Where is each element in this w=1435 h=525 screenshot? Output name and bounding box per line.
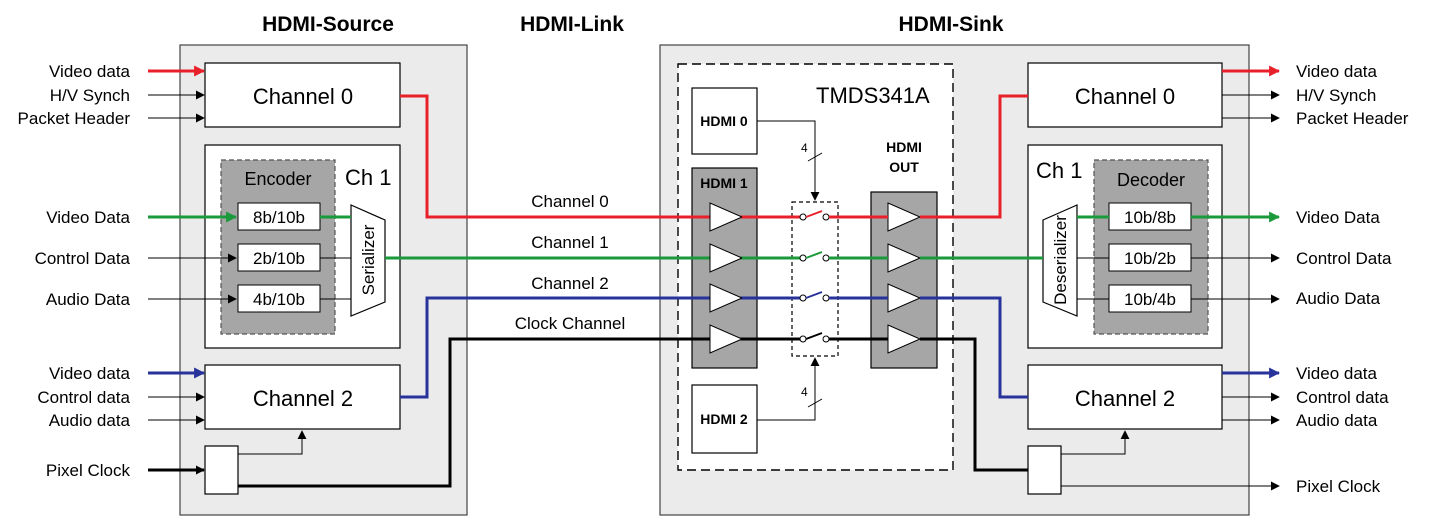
clock-link-line [238,337,792,488]
hdmi0-bus: 4 [757,120,823,201]
right-label-video-data-1: Video data [1296,62,1378,81]
sink-channel2-label: Channel 2 [1075,386,1175,411]
left-input-arrows [148,65,238,475]
enc-4b10b-label: 4b/10b [253,290,305,309]
right-label-hv-synch: H/V Synch [1296,86,1376,105]
hdmi-out-label-line1: HDMI [886,139,922,155]
hdmi2-bus-width: 4 [801,385,808,399]
sink-header: HDMI-Sink [899,13,1004,36]
dec-10b2b-label: 10b/2b [1124,249,1176,268]
left-labels: Video data H/V Synch Packet Header Video… [18,62,131,480]
serializer-block [350,204,386,317]
sink-ch1-label: Ch 1 [1036,158,1082,183]
hdmi2-label: HDMI 2 [700,411,748,427]
hdmi-out-label-line2: OUT [889,159,919,175]
link-label-channel0: Channel 0 [531,192,609,211]
left-label-pixel-clock: Pixel Clock [46,461,131,480]
channel0-link-line [400,94,792,219]
enc-4b10b-box [237,284,321,313]
link-label-channel1: Channel 1 [531,233,609,252]
enc-2b10b-label: 2b/10b [253,249,305,268]
source-clock-feedback [238,430,307,455]
hdmi2-box [691,384,758,454]
sink-channel2-line [920,296,1028,399]
sink-clock-feedback [1061,430,1130,455]
right-label-pixel-clock: Pixel Clock [1296,477,1381,496]
decoder-label: Decoder [1117,170,1185,190]
left-label-control-data-3: Control data [37,388,130,407]
sink-clock-line [920,337,1028,472]
switch-block [791,201,839,357]
switches [742,210,888,343]
enc-8b10b-box [237,202,321,231]
hdmi1-buffers [709,202,744,354]
deserializer-block [1042,204,1078,317]
right-label-control-data-2: Control Data [1296,249,1392,268]
deserializer-label: Deserializer [1051,215,1070,305]
dec-10b8b-label: 10b/8b [1124,208,1176,227]
source-channel2-label: Channel 2 [253,386,353,411]
hdmi2-bus: 4 [757,357,823,421]
dec-10b4b-label: 10b/4b [1124,290,1176,309]
left-label-video-data-3: Video data [49,364,131,383]
sink-channel0-label: Channel 0 [1075,84,1175,109]
source-pixel-clock-box [204,445,239,495]
right-label-packet-header: Packet Header [1296,109,1409,128]
hdmi1-label: HDMI 1 [700,175,748,191]
left-label-video-data-1: Video data [49,62,131,81]
link-label-clock: Clock Channel [515,314,626,333]
sink-channel0-box [1027,62,1223,128]
hdmi0-bus-width: 4 [801,141,808,155]
link-header: HDMI-Link [520,13,624,36]
source-ch1-label: Ch 1 [345,165,391,190]
right-label-control-data-3: Control data [1296,388,1389,407]
hdmi1-buffer-0 [709,202,744,232]
right-output-arrows [1061,65,1281,491]
left-label-hv-synch: H/V Synch [50,86,130,105]
left-label-audio-data-2: Audio Data [46,290,131,309]
source-channel0-box [204,62,401,128]
right-label-audio-data-3: Audio data [1296,411,1378,430]
right-label-video-data-2: Video Data [1296,208,1380,227]
hdmi0-label: HDMI 0 [700,113,748,129]
hdmi-out-buffers [887,202,922,354]
sink-channel0-line [920,94,1028,219]
sink-lines [920,94,1109,472]
tmds341a-label: TMDS341A [816,83,930,108]
enc-8b10b-label: 8b/10b [253,208,305,227]
hdmi1-buffer-1 [709,243,744,273]
link-label-channel2: Channel 2 [531,274,609,293]
left-label-audio-data-3: Audio data [49,411,131,430]
right-labels: Video data H/V Synch Packet Header Video… [1296,62,1409,496]
source-channel0-label: Channel 0 [253,84,353,109]
enc-2b10b-box [237,243,321,272]
encoder-to-serializer-lines [320,215,351,300]
left-label-control-data-2: Control Data [35,249,131,268]
channel2-link-line [400,296,792,399]
hdmi0-box [691,87,758,155]
right-label-audio-data-2: Audio Data [1296,289,1381,308]
serializer-label: Serializer [359,224,378,295]
left-label-packet-header: Packet Header [18,109,131,128]
sink-pixel-clock-box [1027,445,1062,495]
hdmi1-buffer-2 [709,283,744,313]
left-label-video-data-2: Video Data [46,208,130,227]
right-label-video-data-3: Video data [1296,364,1378,383]
hdmi1-buffer-3 [709,324,744,354]
source-header: HDMI-Source [262,13,394,36]
encoder-label: Encoder [244,169,311,189]
